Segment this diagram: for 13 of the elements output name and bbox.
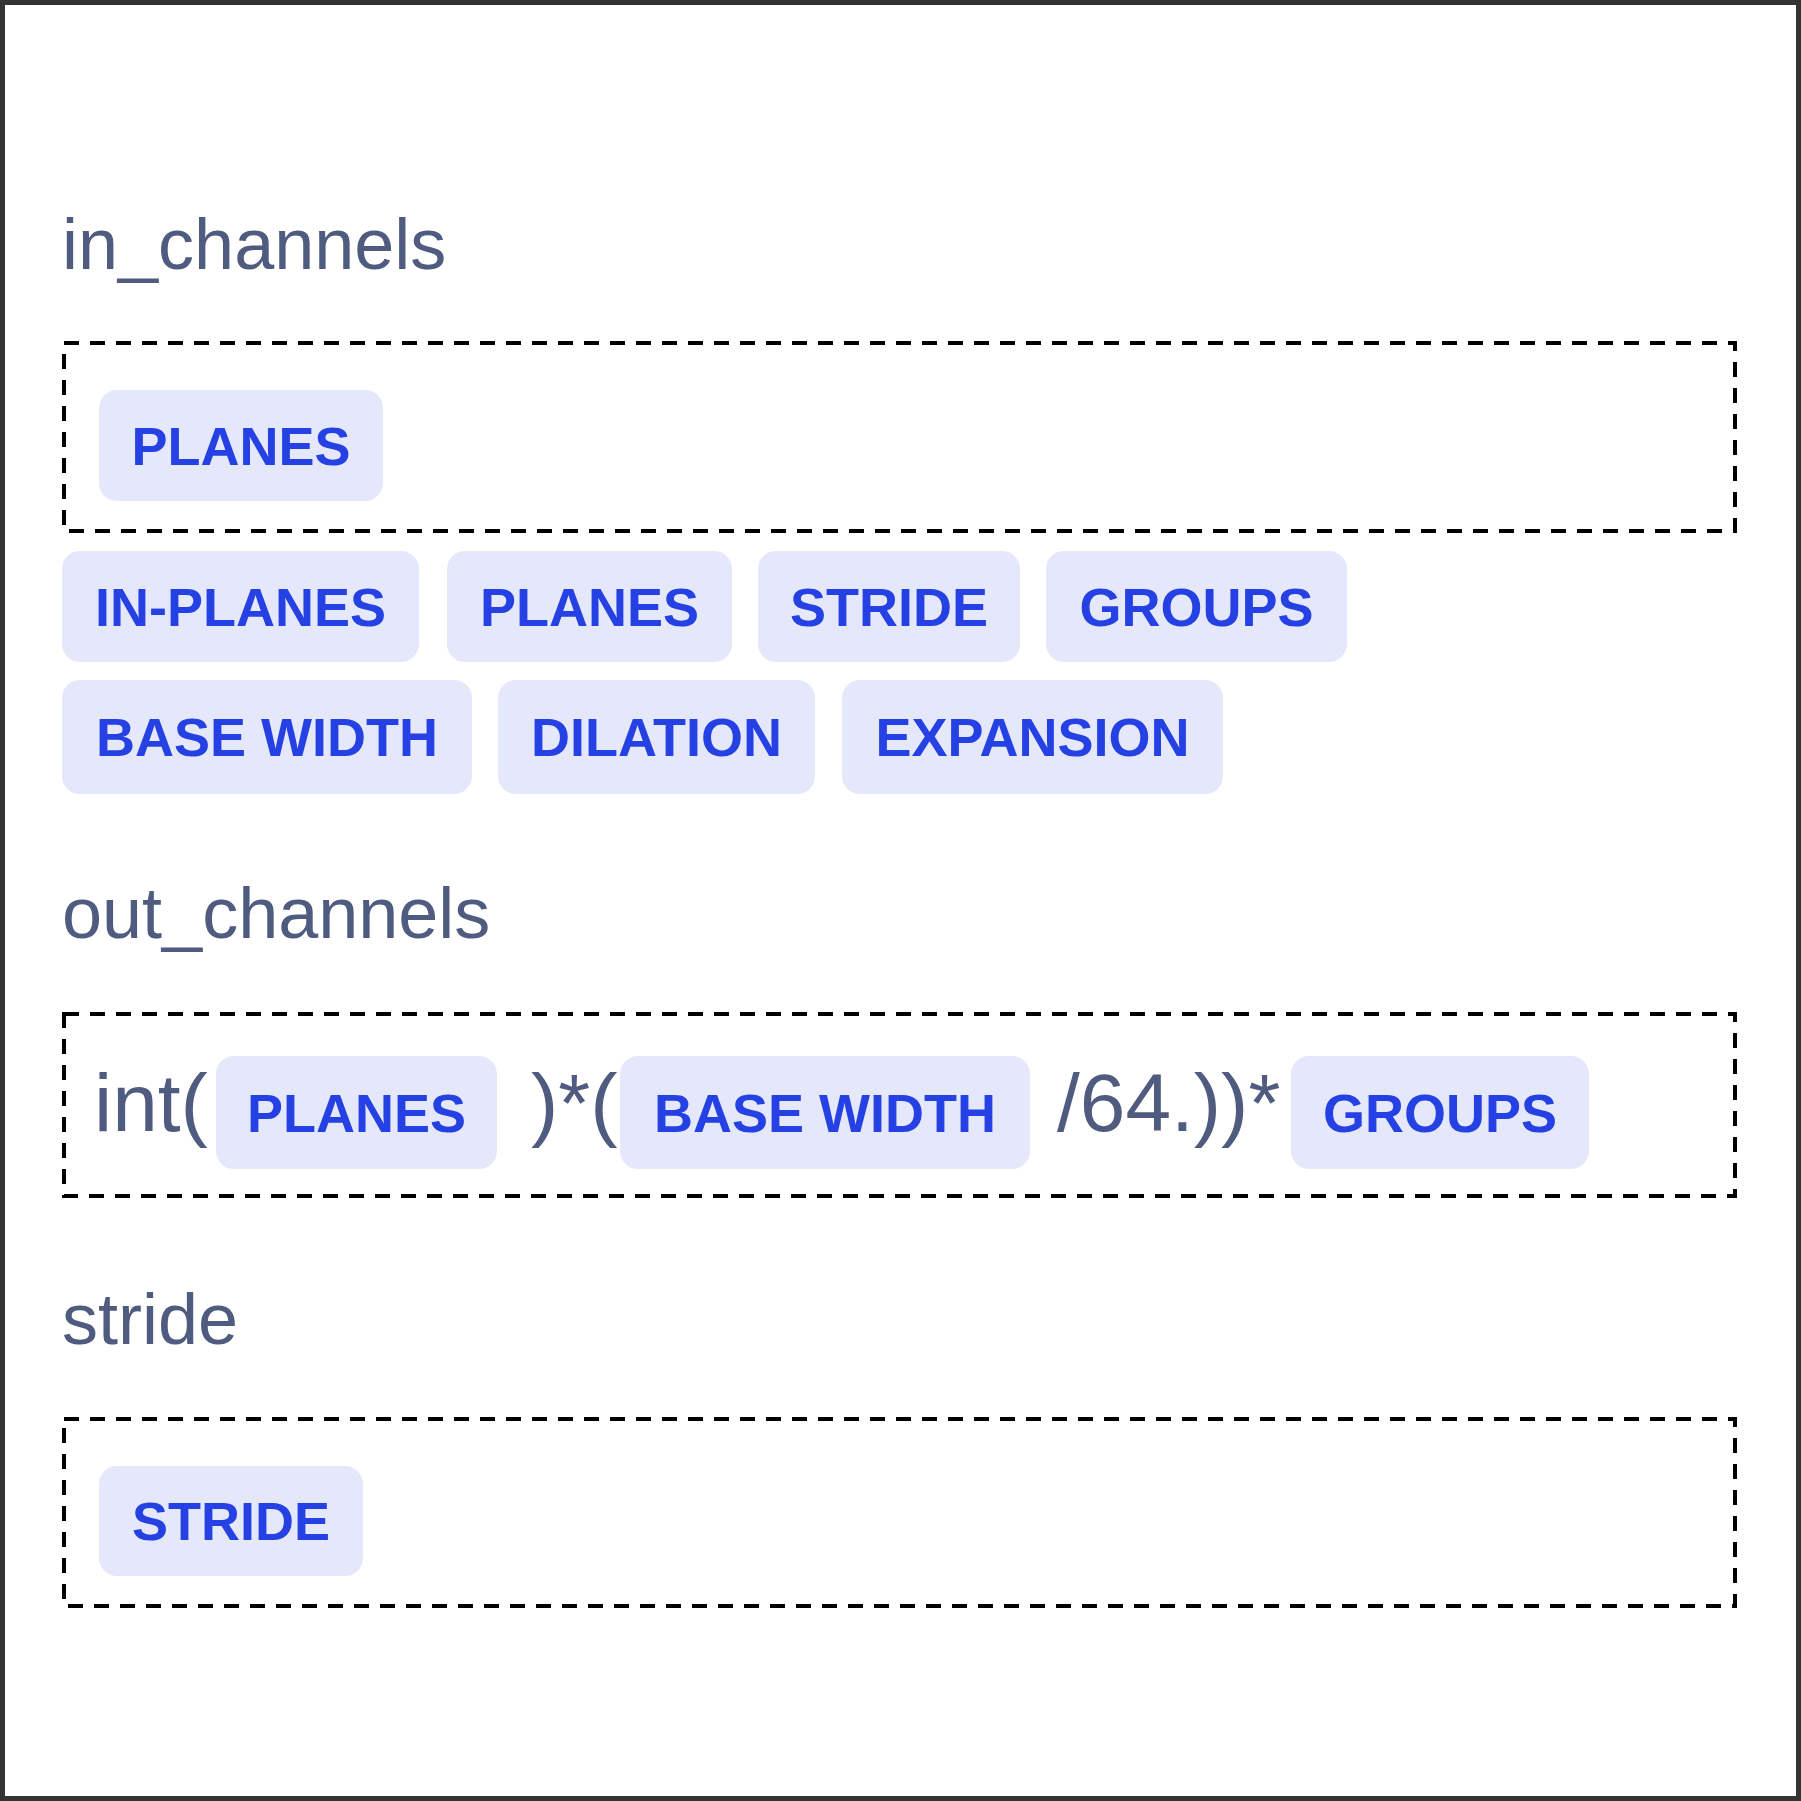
variable-tag: BASE WIDTH xyxy=(620,1056,1030,1169)
variable-tag: IN-PLANES xyxy=(62,551,419,662)
variable-tag: STRIDE xyxy=(758,551,1020,662)
variable-tag: EXPANSION xyxy=(842,680,1223,794)
variable-tag: PLANES xyxy=(216,1056,497,1169)
variable-tag: PLANES xyxy=(447,551,732,662)
section-heading: stride xyxy=(62,1283,239,1355)
variable-tag: DILATION xyxy=(498,680,815,794)
variable-tag: PLANES xyxy=(99,390,383,501)
variable-tag: STRIDE xyxy=(99,1466,363,1576)
variable-tag: GROUPS xyxy=(1046,551,1347,662)
variable-tag: BASE WIDTH xyxy=(62,680,472,794)
variable-tag: GROUPS xyxy=(1291,1056,1589,1169)
